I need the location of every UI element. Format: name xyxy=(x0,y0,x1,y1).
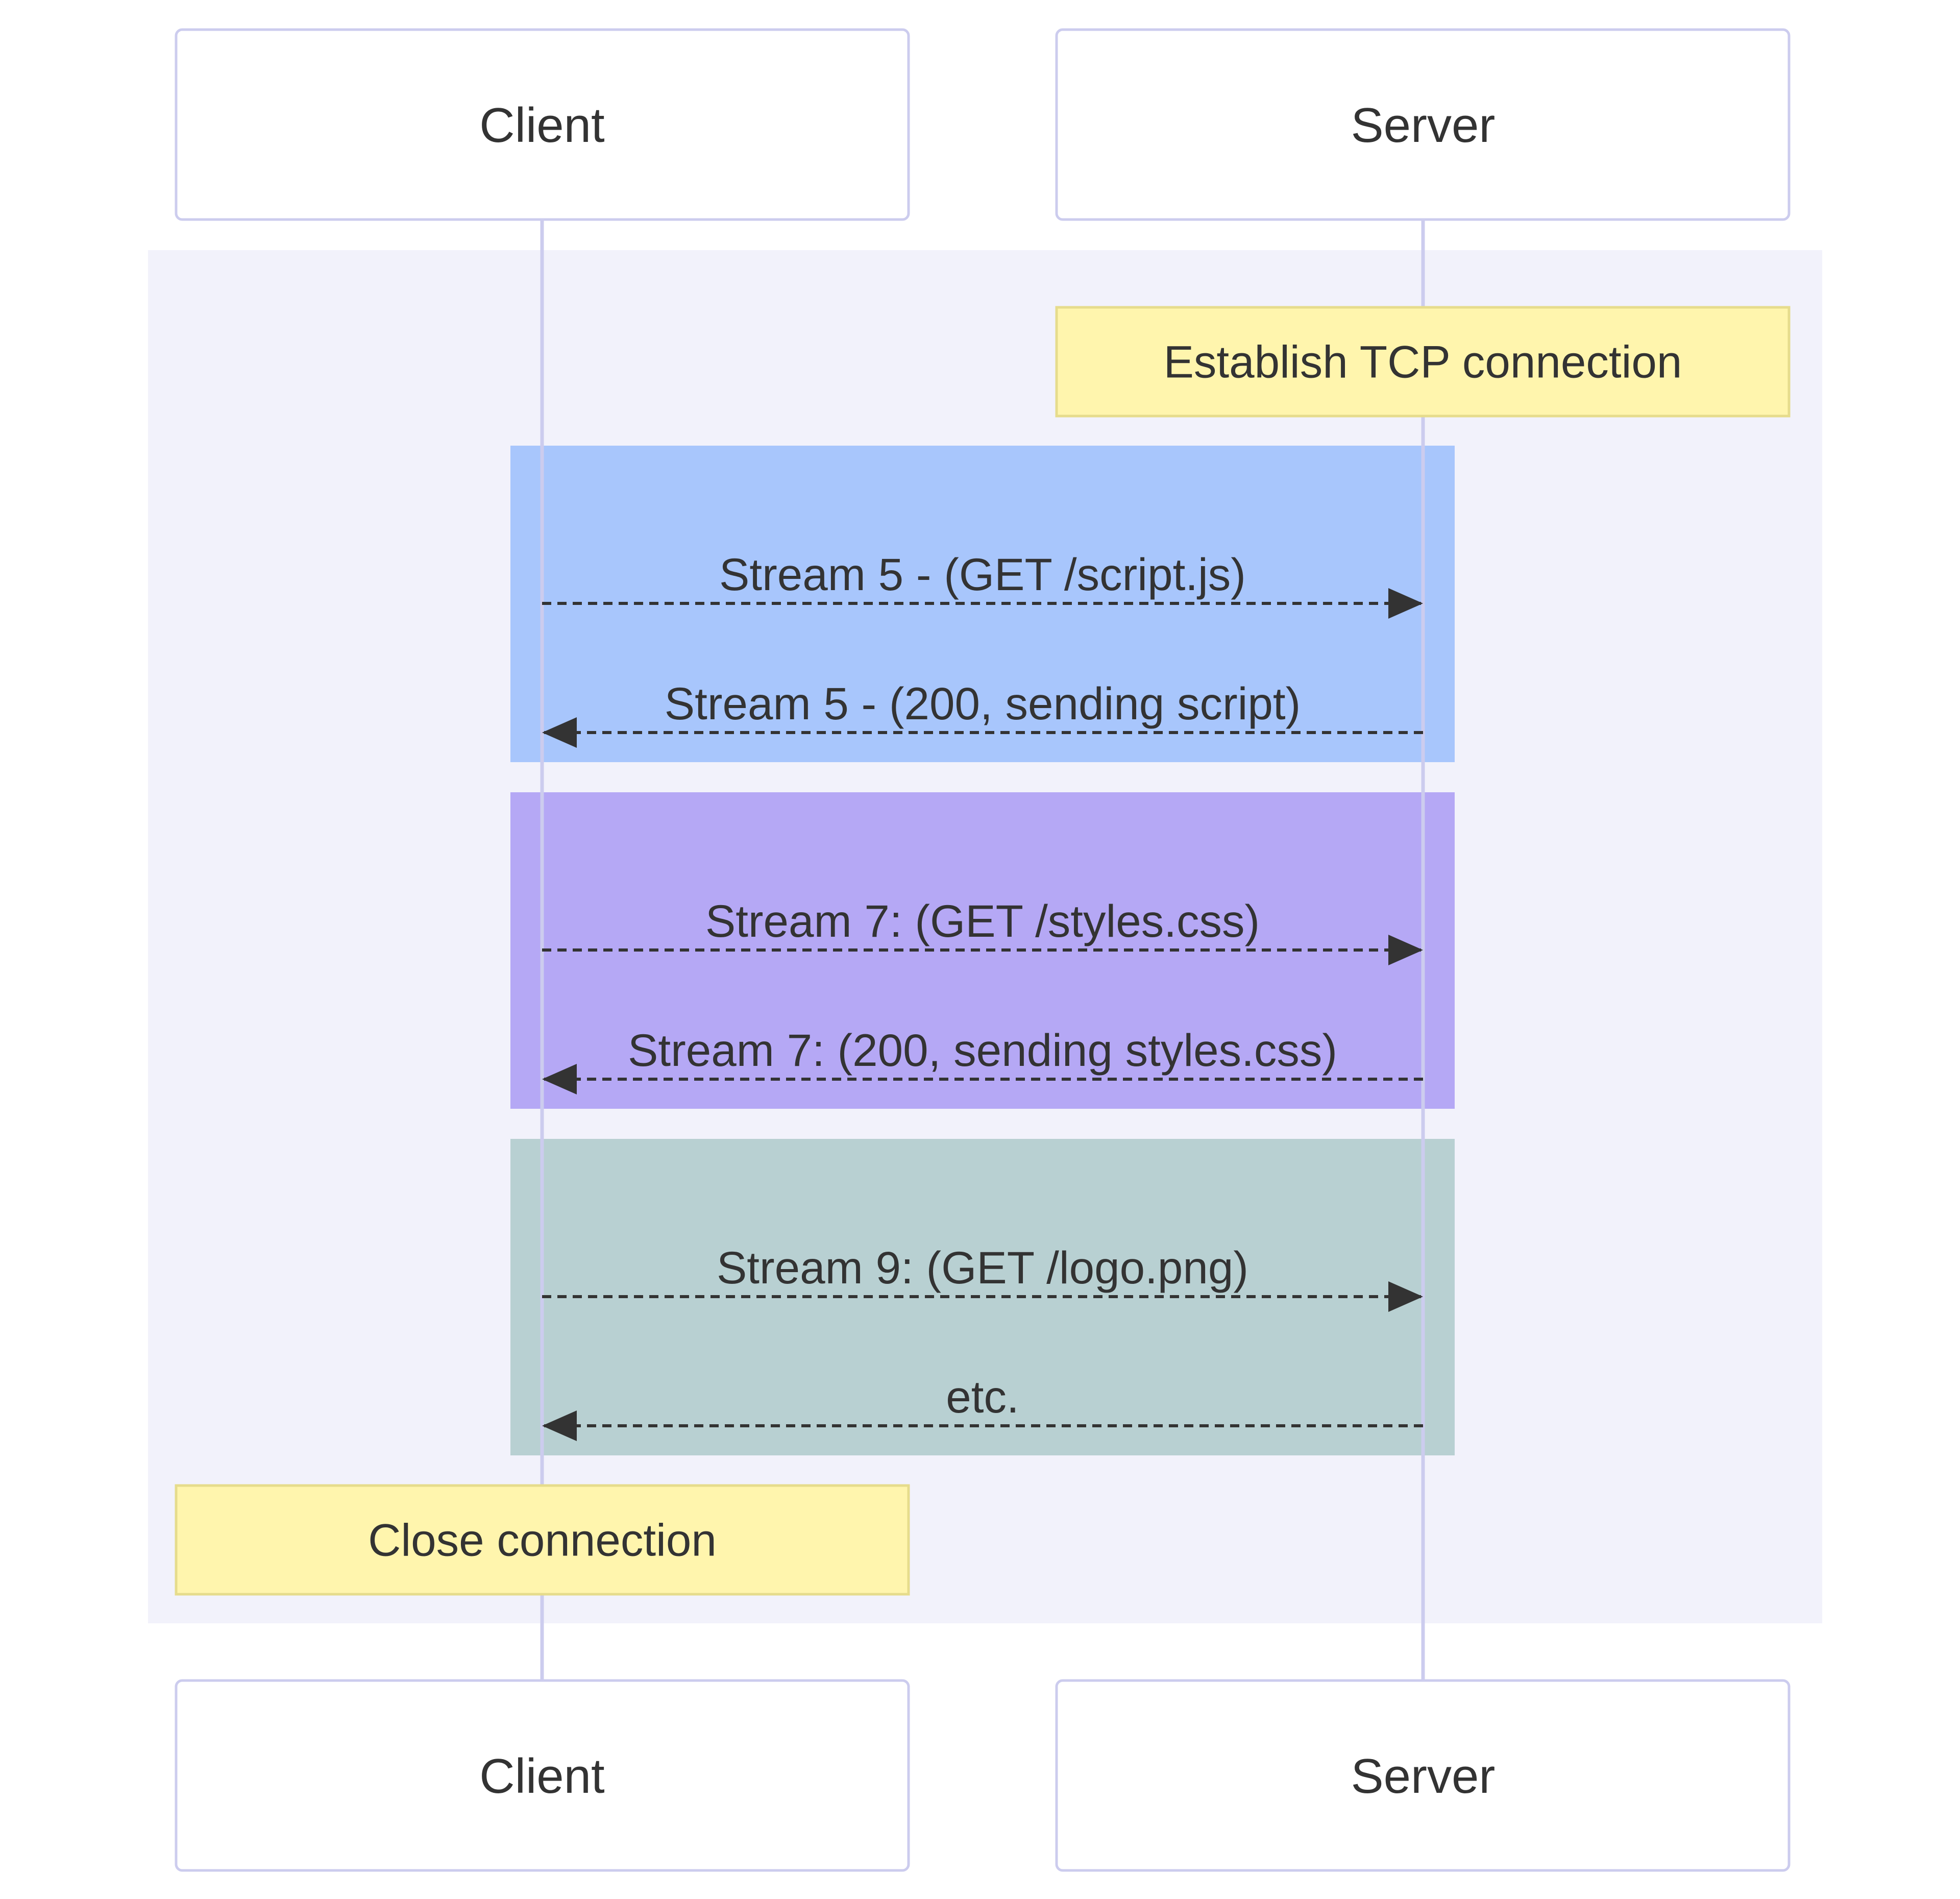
message-label: Stream 7: (200, sending styles.css) xyxy=(628,1025,1337,1076)
note-box xyxy=(1055,306,1791,418)
actor-server-top: Server xyxy=(1055,28,1791,221)
note-text: Establish TCP connection xyxy=(1164,336,1682,387)
message-stream-7-response: Stream 7: (200, sending styles.css) xyxy=(542,1025,1423,1094)
message-label: Stream 5 - (200, sending script) xyxy=(665,678,1301,729)
actor-box xyxy=(1055,1679,1791,1872)
actor-label: Server xyxy=(1351,98,1496,153)
message-stream-5-response: Stream 5 - (200, sending script) xyxy=(542,678,1423,748)
actor-label: Client xyxy=(479,1749,604,1804)
message-label: Stream 7: (GET /styles.css) xyxy=(705,895,1260,946)
message-stream-5-request: Stream 5 - (GET /script.js) xyxy=(542,549,1423,619)
actor-client-bottom: Client xyxy=(175,1679,910,1872)
note-text: Close connection xyxy=(368,1515,717,1566)
note-close: Close connection xyxy=(175,1484,910,1596)
note-box xyxy=(175,1484,910,1596)
arrowhead xyxy=(1388,588,1423,619)
messages: Stream 5 - (GET /script.js) Stream 5 - (2… xyxy=(542,549,1423,1441)
actor-box xyxy=(175,28,910,221)
note-establish: Establish TCP connection xyxy=(1055,306,1791,418)
arrowhead xyxy=(1388,935,1423,965)
message-label: etc. xyxy=(946,1371,1019,1422)
message-stream-9-request: Stream 9: (GET /logo.png) xyxy=(542,1242,1423,1312)
message-stream-7-request: Stream 7: (GET /styles.css) xyxy=(542,895,1423,965)
message-label: Stream 5 - (GET /script.js) xyxy=(719,549,1246,600)
arrowhead xyxy=(542,717,577,748)
message-stream-9-response: etc. xyxy=(542,1371,1423,1441)
actor-box xyxy=(175,1679,910,1872)
actor-client-top: Client xyxy=(175,28,910,221)
actor-server-bottom: Server xyxy=(1055,1679,1791,1872)
actor-box xyxy=(1055,28,1791,221)
arrowhead xyxy=(542,1064,577,1094)
actor-label: Server xyxy=(1351,1749,1496,1804)
arrowhead xyxy=(542,1410,577,1441)
message-label: Stream 9: (GET /logo.png) xyxy=(717,1242,1248,1293)
actor-label: Client xyxy=(479,98,604,153)
arrowhead xyxy=(1388,1281,1423,1312)
